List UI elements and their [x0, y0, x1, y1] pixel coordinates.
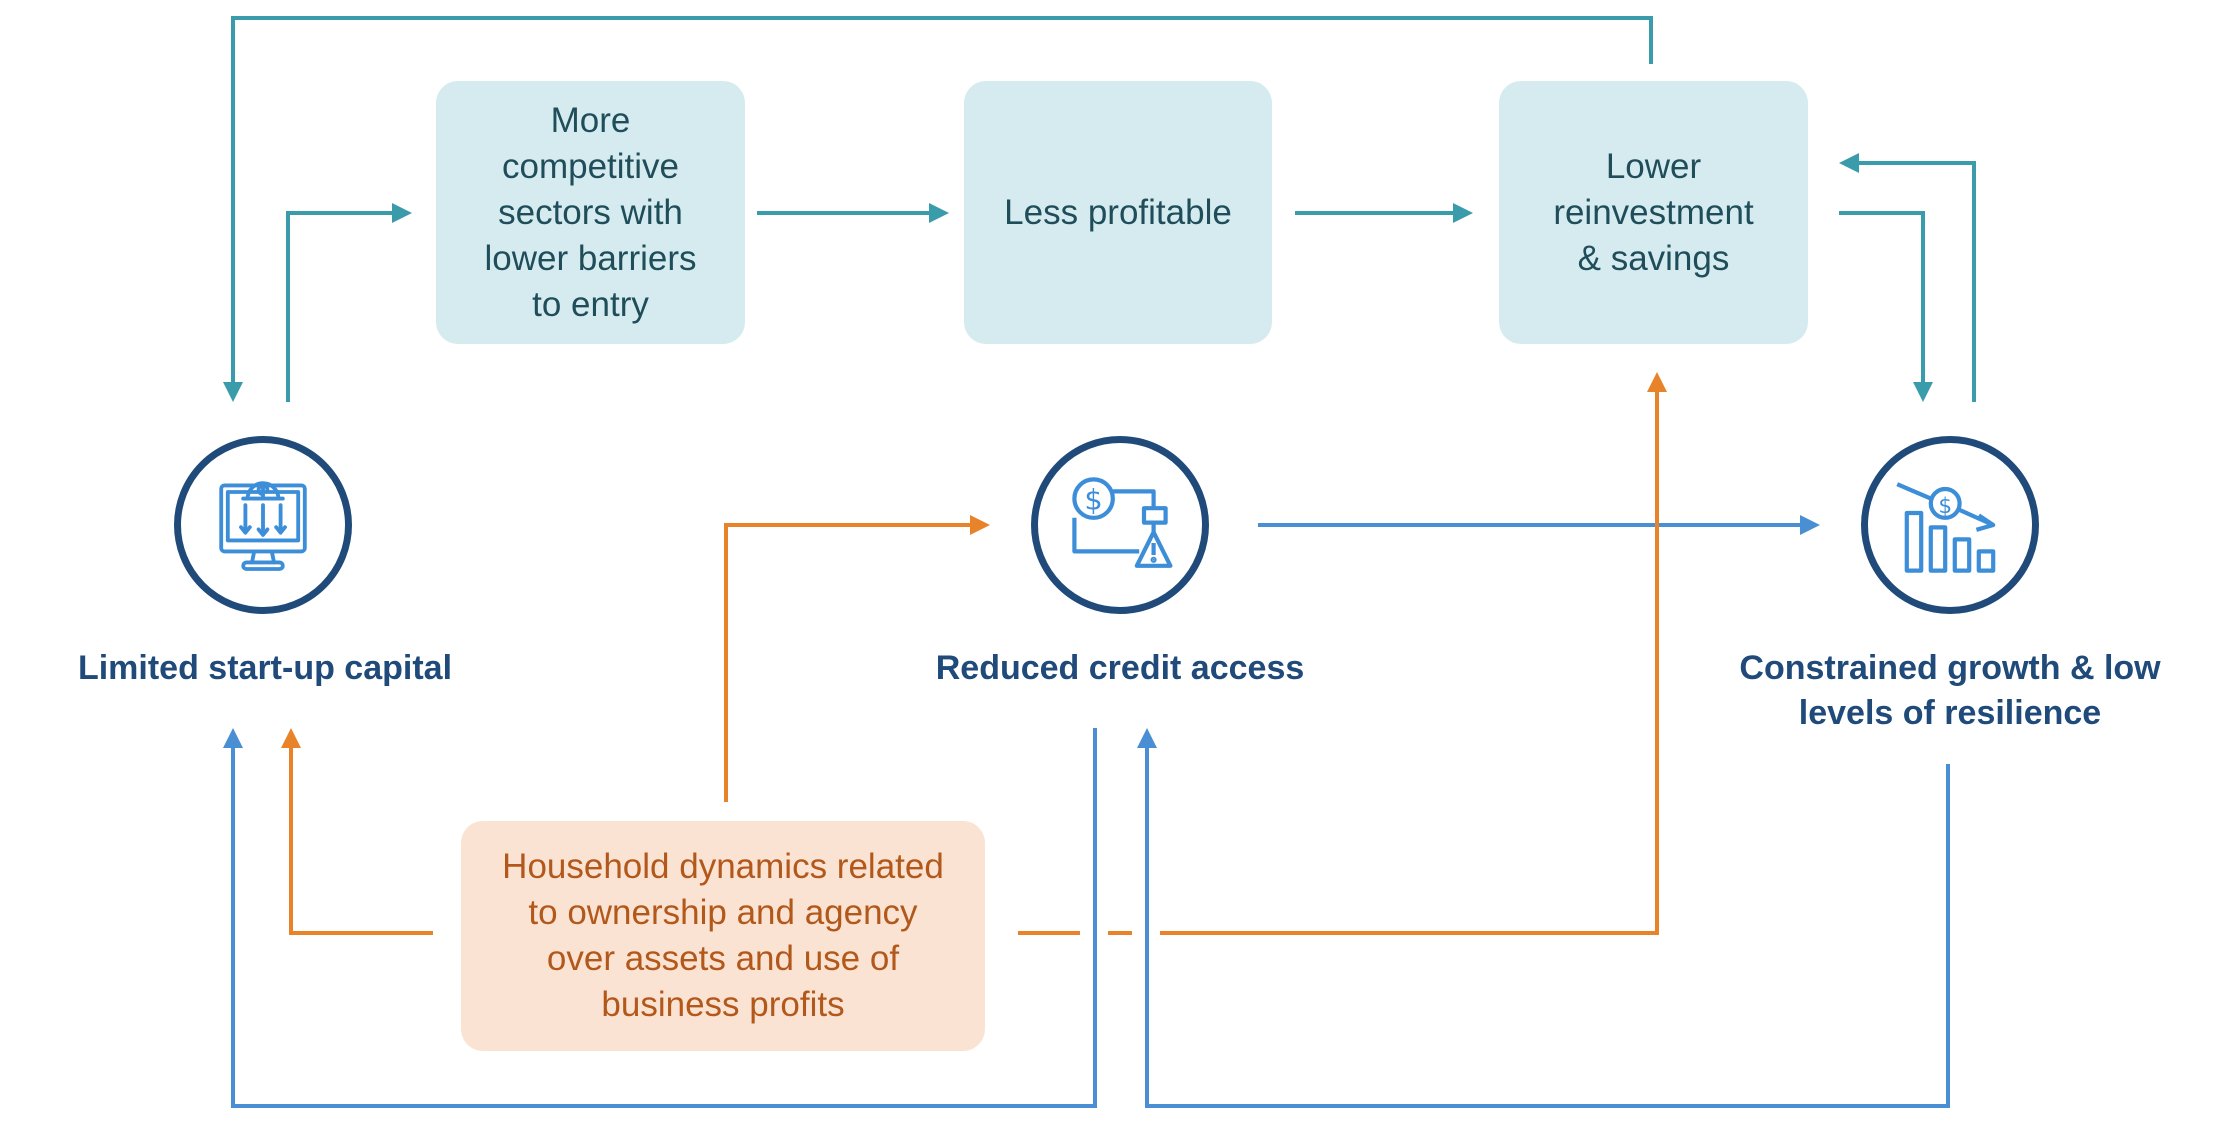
label-reduced-credit: Reduced credit access [935, 649, 1305, 687]
box-line: More [550, 100, 631, 140]
arrow-capital-to-competitive [286, 203, 412, 402]
arrow-household-to-credit [724, 515, 990, 802]
label-limited-capital: Limited start-up capital [77, 649, 453, 687]
box-line: Lower [1605, 146, 1702, 186]
box-line: lower barriers [484, 238, 697, 278]
box-less-profitable: Less profitable [964, 81, 1272, 344]
box-line: Household dynamics related [502, 847, 944, 886]
arrow-reinvestment-to-growth [1839, 211, 1933, 402]
label-line: Constrained growth & low [1739, 649, 2161, 687]
arrow-growth-to-credit [1137, 728, 1950, 1108]
box-line: Less profitable [1004, 192, 1232, 232]
label-line: levels of resilience [1798, 694, 2102, 732]
box-line: to entry [532, 284, 649, 324]
box-household-dynamics: Household dynamics related to ownership … [461, 821, 985, 1051]
box-line: to ownership and agency [528, 893, 918, 932]
box-line: & savings [1577, 238, 1730, 278]
box-line: reinvestment [1553, 192, 1754, 232]
computer-money-down-icon [219, 481, 307, 571]
box-competitive-sectors: More competitive sectors with lower barr… [436, 81, 745, 344]
box-line: business profits [601, 985, 845, 1024]
box-line: sectors with [498, 192, 683, 232]
box-lower-reinvestment: Lower reinvestment & savings [1499, 81, 1808, 344]
box-line: over assets and use of [546, 939, 900, 978]
node-reduced-credit: $ [1031, 436, 1209, 614]
arrow-growth-to-reinvestment [1839, 153, 1976, 402]
node-constrained-growth: $ [1861, 436, 2039, 614]
node-limited-capital [174, 436, 352, 614]
declining-bar-chart-icon: $ [1896, 482, 1996, 573]
arrow-reinvestment-to-capital [223, 16, 1653, 402]
arrow-household-to-capital [281, 728, 433, 935]
box-line: competitive [501, 146, 680, 186]
svg-text:$: $ [1084, 482, 1102, 516]
svg-text:$: $ [1938, 494, 1952, 519]
arrow-household-to-reinvestment [1160, 372, 1667, 935]
credit-flow-warning-icon: $ [1072, 477, 1173, 568]
label-constrained-growth: Constrained growth & low levels of resil… [1700, 646, 2200, 736]
arrow-credit-to-capital [223, 728, 1097, 1108]
